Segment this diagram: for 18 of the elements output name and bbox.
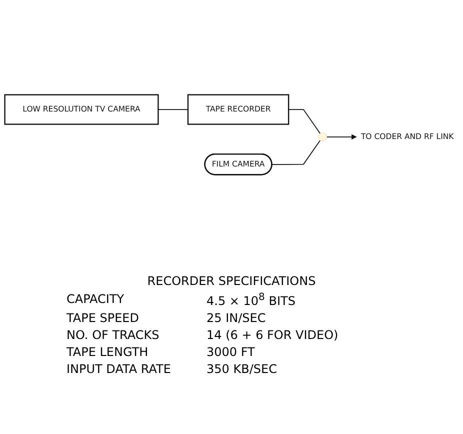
node-box xyxy=(4,94,159,126)
spec-value: 4.5 × 10$^{8}$ BITS xyxy=(206,292,296,308)
table-heading: RECORDER SPECIFICATIONS xyxy=(146,274,317,288)
connector xyxy=(272,140,321,166)
arrow xyxy=(326,134,357,140)
spec-name: INPUT DATA RATE xyxy=(66,362,172,376)
spec-name: CAPACITY xyxy=(66,292,126,308)
spec-value: 14 (6 + 6 FOR VIDEO) xyxy=(206,328,340,342)
spec-value: 3000 FT xyxy=(206,345,256,359)
node-box xyxy=(187,94,290,126)
connector xyxy=(288,109,321,134)
node-circle xyxy=(318,132,327,142)
spec-name: NO. OF TRACKS xyxy=(66,328,160,342)
spec-name: TAPE SPEED xyxy=(66,311,140,325)
connector xyxy=(158,109,188,110)
spec-value: 25 IN/SEC xyxy=(206,311,267,325)
spec-name: TAPE LENGTH xyxy=(66,345,150,359)
spec-value: 350 KB/SEC xyxy=(206,362,278,376)
